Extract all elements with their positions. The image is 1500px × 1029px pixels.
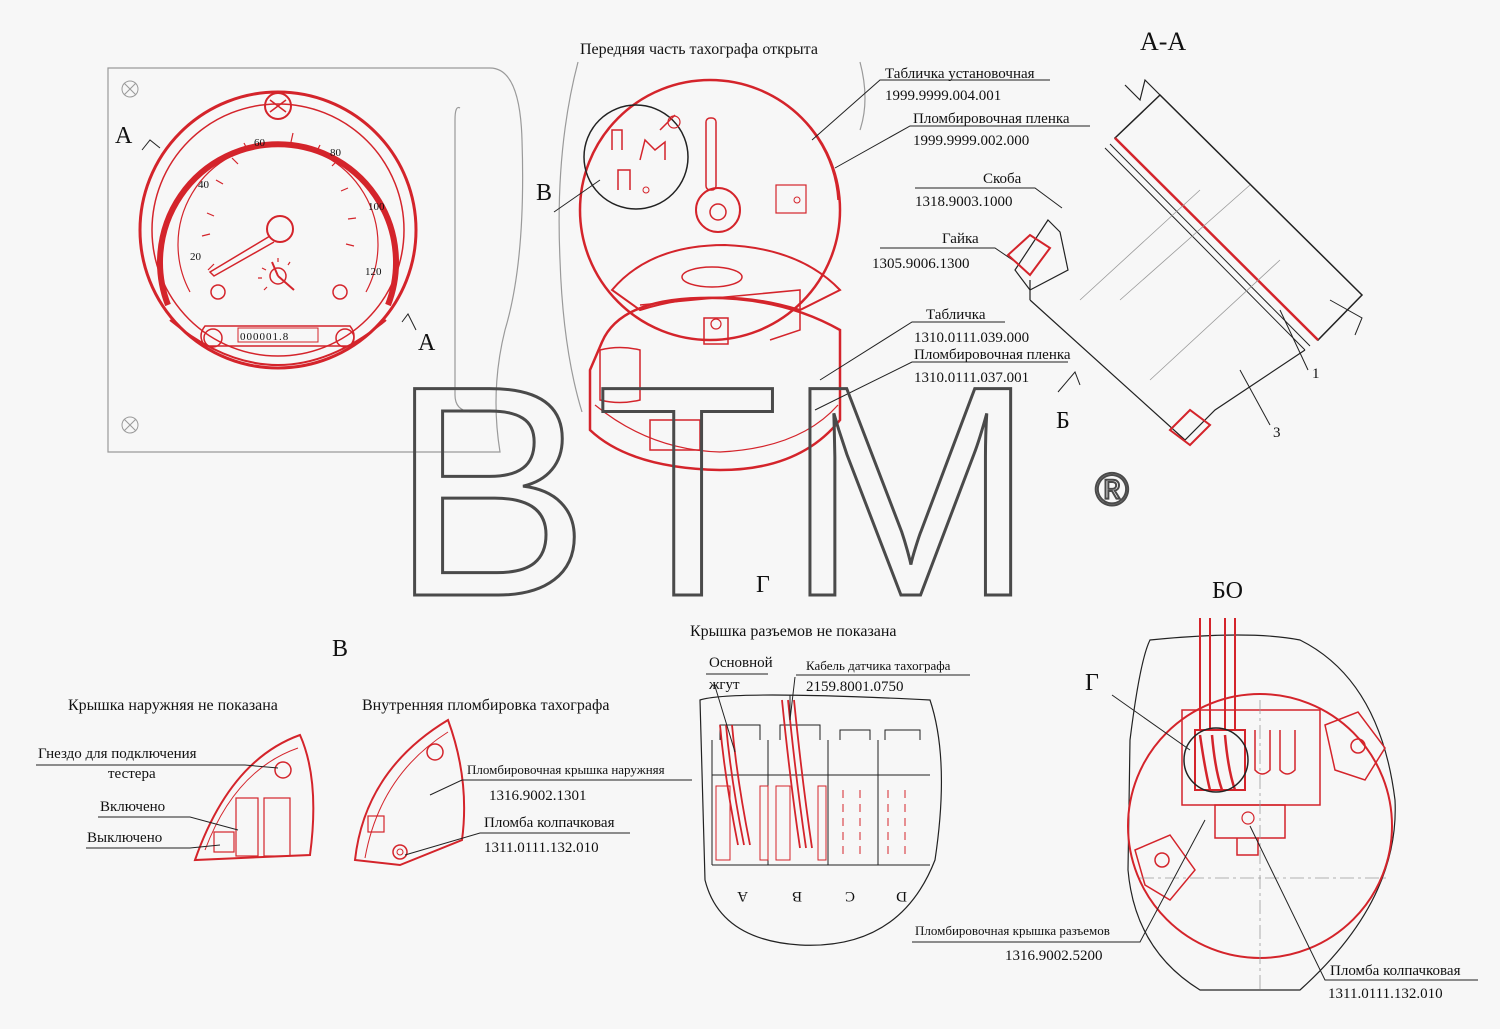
speed-tick-label: 40 (198, 179, 210, 191)
view-g-marker: Г (1085, 670, 1099, 696)
instrument-panel (107, 67, 524, 453)
speed-tick-label: 60 (254, 137, 266, 149)
view-bo-title: БО (1212, 578, 1243, 604)
position-number: 3 (1273, 425, 1281, 441)
callout-label: Табличка установочная (885, 66, 1035, 82)
outer-seal-view (193, 733, 315, 862)
tachograph-gauge: 20 40 60 80 100 120 000001.8 (138, 90, 418, 370)
callout-nut: Гайка 1305.9006.1300 (872, 231, 1021, 272)
rear-view-bo (1127, 618, 1396, 991)
odometer-value: 000001.8 (240, 331, 289, 343)
callout-label: Пломбировочная пленка (913, 111, 1070, 127)
callout-connector-seal-cover-code: 1316.9002.5200 (1005, 948, 1103, 964)
callout-cap-seal-2-label: Пломба колпачковая (1330, 963, 1461, 979)
section-aa-title: А-А (1140, 27, 1186, 56)
callout-seal-film-2: Пломбировочная пленка 1310.0111.037.001 (814, 347, 1071, 411)
caption-outer-cover: Крышка наружняя не показана (68, 697, 278, 714)
callout-on: Включено (100, 799, 165, 815)
view-b-title: В (332, 636, 348, 662)
callout-code: 1999.9999.004.001 (885, 88, 1001, 104)
view-g-title: Г (756, 572, 770, 598)
caption-inner-seal: Внутренняя пломбировка тахографа (362, 697, 609, 714)
speed-tick-label: 100 (368, 201, 385, 213)
callout-label: Табличка (926, 307, 986, 323)
callout-off: Выключено (87, 830, 162, 846)
callout-cap-seal-label: Пломба колпачковая (484, 815, 615, 831)
speed-tick-label: 120 (365, 266, 382, 278)
caption-front-open: Передняя часть тахографа открыта (580, 41, 818, 58)
view-marker-b: Б (1056, 408, 1070, 434)
connector-letter: D (896, 888, 907, 904)
detail-marker-b: В (536, 180, 552, 206)
section-aa-drawing (1006, 78, 1364, 447)
callout-sensor-cable-code: 2159.8001.0750 (806, 679, 904, 695)
connector-letter: C (845, 888, 855, 904)
section-arrow (401, 313, 417, 331)
callout-code: 1999.9999.002.000 (913, 133, 1029, 149)
connector-letter: B (792, 888, 802, 904)
tachograph-open (558, 61, 866, 472)
section-marker-a: А (418, 330, 436, 356)
connector-block: A B C D (699, 676, 942, 946)
callout-outer-seal-cover-code: 1316.9002.1301 (489, 788, 587, 804)
callout-install-plate: Табличка установочная 1999.9999.004.001 (811, 66, 1050, 141)
callout-outer-seal-cover-label: Пломбировочная крышка наружняя (467, 762, 665, 777)
callout-main-harness: жгут (708, 677, 740, 693)
callout-connector-seal-cover-label: Пломбировочная крышка разъемов (915, 923, 1110, 938)
panel-screw-icon (121, 416, 139, 434)
callout-label: Скоба (983, 171, 1022, 187)
callout-tester-socket: тестера (108, 766, 156, 782)
section-marker-a: А (115, 123, 133, 149)
clock-dial (258, 258, 295, 291)
callout-label: Пломбировочная пленка (914, 347, 1071, 363)
registered-mark: ® (1095, 463, 1129, 515)
inner-seal-view (353, 718, 466, 867)
caption-connectors-cover: Крышка разъемов не показана (690, 623, 897, 640)
section-arrow (141, 139, 161, 151)
callout-label: Гайка (942, 231, 979, 247)
callout-code: 1310.0111.039.000 (914, 330, 1029, 346)
speed-tick-label: 80 (330, 147, 342, 159)
watermark-logo: BTM (390, 323, 1041, 659)
callout-seal-film-1: Пломбировочная пленка 1999.9999.002.000 (834, 111, 1090, 169)
panel-screw-icon (121, 80, 139, 98)
callout-code: 1305.9006.1300 (872, 256, 970, 272)
callout-cap-seal-2-code: 1311.0111.132.010 (1328, 986, 1443, 1002)
callout-plate: Табличка 1310.0111.039.000 (819, 307, 1029, 381)
callout-bracket: Скоба 1318.9003.1000 (915, 171, 1063, 210)
connector-letter: A (737, 888, 748, 904)
callout-code: 1318.9003.1000 (915, 194, 1013, 210)
callout-code: 1310.0111.037.001 (914, 370, 1029, 386)
speed-tick-label: 20 (190, 251, 202, 263)
callout-tester-socket: Гнездо для подключения (38, 746, 197, 762)
position-number: 1 (1312, 366, 1320, 382)
callout-main-harness: Основной (709, 655, 773, 671)
callout-sensor-cable-label: Кабель датчика тахографа (806, 658, 951, 673)
callout-cap-seal-code: 1311.0111.132.010 (484, 840, 599, 856)
